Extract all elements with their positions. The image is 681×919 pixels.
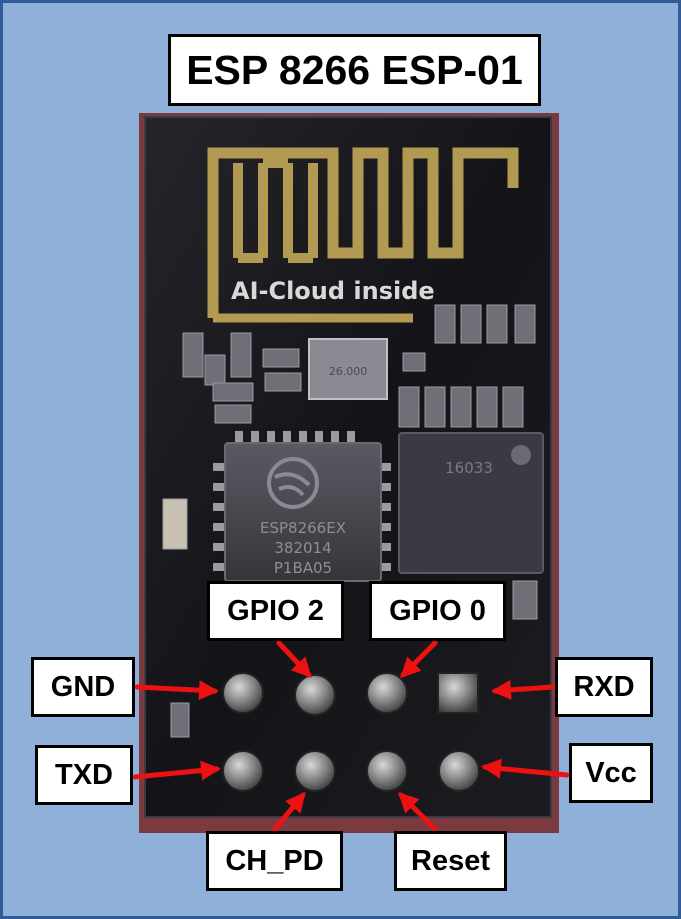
flash-chip-marking: 16033 (445, 459, 493, 477)
label-ch-pd: CH_PD (206, 831, 343, 891)
pin-gpio0 (366, 672, 408, 714)
pin-txd (222, 750, 264, 792)
chip-marking-line-1: ESP8266EX (260, 519, 346, 537)
pin-reset (366, 750, 408, 792)
pin-arrows (132, 640, 570, 832)
label-reset: Reset (394, 831, 507, 891)
smd-components (162, 304, 538, 738)
pin-vcc (438, 750, 480, 792)
chip-marking-line-3: P1BA05 (274, 559, 332, 577)
arrow-gnd (134, 680, 219, 701)
arrow-reset (398, 792, 438, 832)
pin-chpd (294, 750, 336, 792)
flash-chip (398, 432, 544, 574)
label-gpio0: GPIO 0 (369, 581, 506, 641)
header-pins (222, 672, 480, 792)
silkscreen-text: AI-Cloud inside (231, 277, 435, 305)
arrow-gpio0 (400, 640, 438, 678)
label-gpio2: GPIO 2 (207, 581, 344, 641)
pcb-edge (144, 116, 552, 818)
label-vcc: Vcc (569, 743, 653, 803)
crystal (308, 338, 388, 400)
esp8266-chip-pads (213, 431, 391, 571)
pin-rxd (437, 672, 479, 714)
label-txd: TXD (35, 745, 133, 805)
esp01-module-illustration: AI-Cloud inside 26.000 (132, 113, 570, 833)
label-rxd: RXD (555, 657, 653, 717)
arrow-vcc (481, 758, 570, 779)
crystal-marking: 26.000 (329, 365, 368, 378)
espressif-logo-icon (267, 457, 319, 509)
antenna-trace (207, 147, 519, 318)
label-gnd: GND (31, 657, 135, 717)
antenna-meander (233, 158, 318, 263)
diagram-title: ESP 8266 ESP-01 (186, 46, 523, 93)
pin-gpio2 (294, 674, 336, 716)
title-box: ESP 8266 ESP-01 (168, 34, 541, 106)
arrow-txd (132, 760, 221, 781)
arrow-gpio2 (276, 640, 312, 678)
flash-chip-dot (511, 445, 531, 465)
arrow-chpd (272, 791, 306, 832)
pin-gnd (222, 672, 264, 714)
arrow-rxd (491, 679, 556, 700)
chip-marking-line-2: 382014 (274, 539, 331, 557)
